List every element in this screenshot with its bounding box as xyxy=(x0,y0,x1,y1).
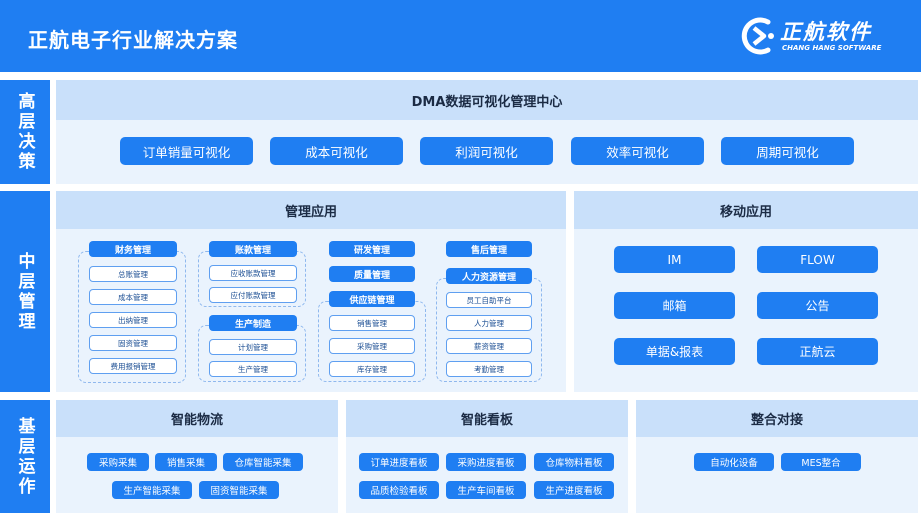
sub-item[interactable]: 应收账款管理 xyxy=(209,265,297,281)
mobile-reports-button[interactable]: 单据&报表 xyxy=(614,338,735,365)
logo-subtitle: CHANG HANG SOFTWARE xyxy=(782,44,882,52)
sub-item[interactable]: 成本管理 xyxy=(89,289,177,305)
viz-cost-button[interactable]: 成本可视化 xyxy=(270,137,403,165)
kanban-item[interactable]: 生产进度看板 xyxy=(534,481,614,499)
rd-head[interactable]: 研发管理 xyxy=(329,241,415,257)
mobile-mail-button[interactable]: 邮箱 xyxy=(614,292,735,319)
logistics-item[interactable]: 销售采集 xyxy=(155,453,217,471)
mgmt-panel-title: 管理应用 xyxy=(56,191,566,229)
sub-item[interactable]: 员工自助平台 xyxy=(446,292,532,308)
sub-item[interactable]: 总账管理 xyxy=(89,266,177,282)
sub-item[interactable]: 库存管理 xyxy=(329,361,415,377)
sub-item[interactable]: 固资管理 xyxy=(89,335,177,351)
receivable-head[interactable]: 账款管理 xyxy=(209,241,297,257)
layer-label-bottom: 基层运作 xyxy=(0,400,50,513)
kanban-item[interactable]: 生产车间看板 xyxy=(446,481,526,499)
page-title: 正航电子行业解决方案 xyxy=(28,28,238,52)
finance-head[interactable]: 财务管理 xyxy=(89,241,177,257)
sub-item[interactable]: 计划管理 xyxy=(209,339,297,355)
sub-item[interactable]: 人力管理 xyxy=(446,315,532,331)
supply-chain-head[interactable]: 供应链管理 xyxy=(329,291,415,307)
integration-panel-title: 整合对接 xyxy=(636,400,918,437)
sub-item[interactable]: 销售管理 xyxy=(329,315,415,331)
viz-cycle-button[interactable]: 周期可视化 xyxy=(721,137,854,165)
logo-name: 正航软件 xyxy=(780,20,872,44)
integration-item[interactable]: 自动化设备 xyxy=(694,453,774,471)
sub-item[interactable]: 费用报销管理 xyxy=(89,358,177,374)
mobile-im-button[interactable]: IM xyxy=(614,246,735,273)
integration-item[interactable]: MES整合 xyxy=(781,453,861,471)
logistics-item[interactable]: 固资智能采集 xyxy=(199,481,279,499)
logistics-item[interactable]: 采购采集 xyxy=(87,453,149,471)
kanban-item[interactable]: 仓库物料看板 xyxy=(534,453,614,471)
viz-profit-button[interactable]: 利润可视化 xyxy=(420,137,553,165)
kanban-panel-title: 智能看板 xyxy=(346,400,628,437)
sub-item[interactable]: 薪资管理 xyxy=(446,338,532,354)
mobile-notice-button[interactable]: 公告 xyxy=(757,292,878,319)
viz-order-sales-button[interactable]: 订单销量可视化 xyxy=(120,137,253,165)
sub-item[interactable]: 应付账款管理 xyxy=(209,287,297,303)
layer-label-middle: 中层管理 xyxy=(0,191,50,392)
kanban-item[interactable]: 采购进度看板 xyxy=(446,453,526,471)
viz-efficiency-button[interactable]: 效率可视化 xyxy=(571,137,704,165)
logistics-item[interactable]: 生产智能采集 xyxy=(112,481,192,499)
layer-label-top: 高层决策 xyxy=(0,80,50,184)
quality-head[interactable]: 质量管理 xyxy=(329,266,415,282)
aftersales-head[interactable]: 售后管理 xyxy=(446,241,532,257)
mobile-cloud-button[interactable]: 正航云 xyxy=(757,338,878,365)
kanban-item[interactable]: 品质检验看板 xyxy=(359,481,439,499)
logistics-item[interactable]: 仓库智能采集 xyxy=(223,453,303,471)
hr-head[interactable]: 人力资源管理 xyxy=(446,268,532,284)
logistics-panel-title: 智能物流 xyxy=(56,400,338,437)
brand-logo: 正航软件 CHANG HANG SOFTWARE xyxy=(738,14,898,58)
sub-item[interactable]: 生产管理 xyxy=(209,361,297,377)
sub-item[interactable]: 考勤管理 xyxy=(446,361,532,377)
sub-item[interactable]: 采购管理 xyxy=(329,338,415,354)
kanban-item[interactable]: 订单进度看板 xyxy=(359,453,439,471)
mobile-panel-title: 移动应用 xyxy=(574,191,918,229)
logo-mark-icon xyxy=(741,17,774,55)
production-head[interactable]: 生产制造 xyxy=(209,315,297,331)
mobile-flow-button[interactable]: FLOW xyxy=(757,246,878,273)
dma-panel-title: DMA数据可视化管理中心 xyxy=(56,80,918,120)
header-bar: 正航电子行业解决方案 正航软件 CHANG HANG SOFTWARE xyxy=(0,0,921,72)
sub-item[interactable]: 出纳管理 xyxy=(89,312,177,328)
